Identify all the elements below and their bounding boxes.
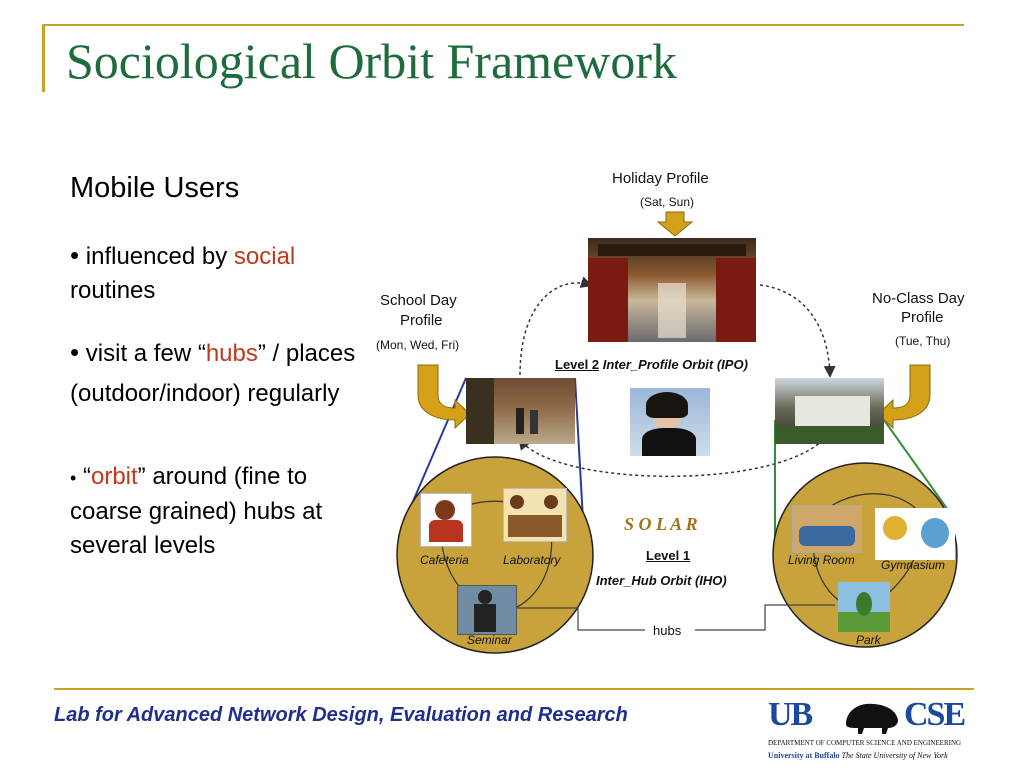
mobile-users-heading: Mobile Users [70,172,240,204]
no-class-days: (Tue, Thu) [895,334,951,348]
connector-right-b [883,419,949,511]
university-line: University at Buffalo The State Universi… [768,751,948,760]
bullet-text: visit a few “ [85,340,206,367]
school-day-days: (Mon, Wed, Fri) [376,338,460,352]
level1-name: Inter_Hub Orbit (IHO) [596,573,727,588]
bullet-dot: • [70,468,77,488]
school-day-label-2: Profile [400,312,443,329]
bullet-text: “ [82,463,91,490]
university-name: University at Buffalo [768,751,840,760]
woman-phone-photo [630,388,710,456]
ub-cse-logo: UB CSE DEPARTMENT OF COMPUTER SCIENCE AN… [768,696,974,766]
bullet-dot: • [70,240,80,270]
level2-label: Level 2 Inter_Profile Orbit (IPO) [555,357,748,372]
holiday-profile-label: Holiday Profile [612,170,709,187]
ipo-orbit-upper-right [759,284,836,378]
bullet-social-routines: • influenced by social routines [70,238,360,308]
bullet-orbit: • “orbit” around (fine to coarse grained… [70,460,370,563]
hub-cafeteria-label: Cafeteria [420,553,469,567]
hub-park-label: Park [856,633,881,647]
title-accent-bar [42,24,45,92]
highlight-social: social [233,243,296,270]
level1-number: Level 1 [646,548,691,563]
hubs-label: hubs [653,623,682,638]
hubs-callout-left [515,607,645,631]
hubs-callout-right [695,604,835,631]
cafeteria-icon [420,493,472,547]
footer-lab-name: Lab for Advanced Network Design, Evaluat… [54,704,628,726]
no-class-house-photo [775,378,884,444]
ipo-orbit-upper [519,276,593,376]
park-icon [838,582,890,632]
right-iho-orbit [809,493,926,611]
highlight-hubs: hubs [205,340,258,367]
dept-name: DEPARTMENT OF COMPUTER SCIENCE AND ENGIN… [768,739,962,747]
footer-rule [54,688,974,690]
living-room-icon [792,505,862,553]
level2-name: Inter_Profile Orbit (IPO) [602,357,748,372]
holiday-market-photo [588,238,756,342]
school-day-arrow [417,364,471,430]
ipo-orbit-lower [518,429,831,477]
university-tagline: The State University of New York [841,751,948,760]
bullet-visit-hubs: • visit a few “hubs” / places (outdoor/i… [70,332,370,414]
bullet-text: ” / places (outdoor/indoor) regularly [70,340,356,407]
solar-label: S O L A R [624,514,698,534]
hub-living-room-label: Living Room [788,553,855,567]
title-rule [42,24,964,26]
no-class-arrow [877,364,931,430]
seminar-icon [457,585,517,635]
laboratory-icon [503,488,567,542]
bullet-text: routines [70,277,156,304]
highlight-orbit: orbit [90,463,138,490]
ub-wordmark: UB [768,696,813,733]
holiday-profile-days: (Sat, Sun) [640,195,695,209]
no-class-label-2: Profile [901,309,944,326]
bullet-text: influenced by [85,243,234,270]
holiday-arrow [656,211,694,237]
cse-wordmark: CSE [904,696,966,733]
hub-laboratory-label: Laboratory [503,553,561,567]
bullet-dot: • [70,337,80,367]
hub-seminar-label: Seminar [467,633,512,647]
slide-title: Sociological Orbit Framework [66,33,677,89]
gymnasium-icon [875,508,955,560]
school-day-label-1: School Day [380,292,457,309]
buffalo-icon [846,703,898,734]
bullet-text: ” around (fine to coarse grained) hubs a… [70,463,323,559]
level2-number: Level 2 [555,357,600,372]
hub-gymnasium-label: Gymnasium [881,558,946,572]
no-class-label-1: No-Class Day [872,290,965,307]
school-campus-photo [466,378,575,444]
